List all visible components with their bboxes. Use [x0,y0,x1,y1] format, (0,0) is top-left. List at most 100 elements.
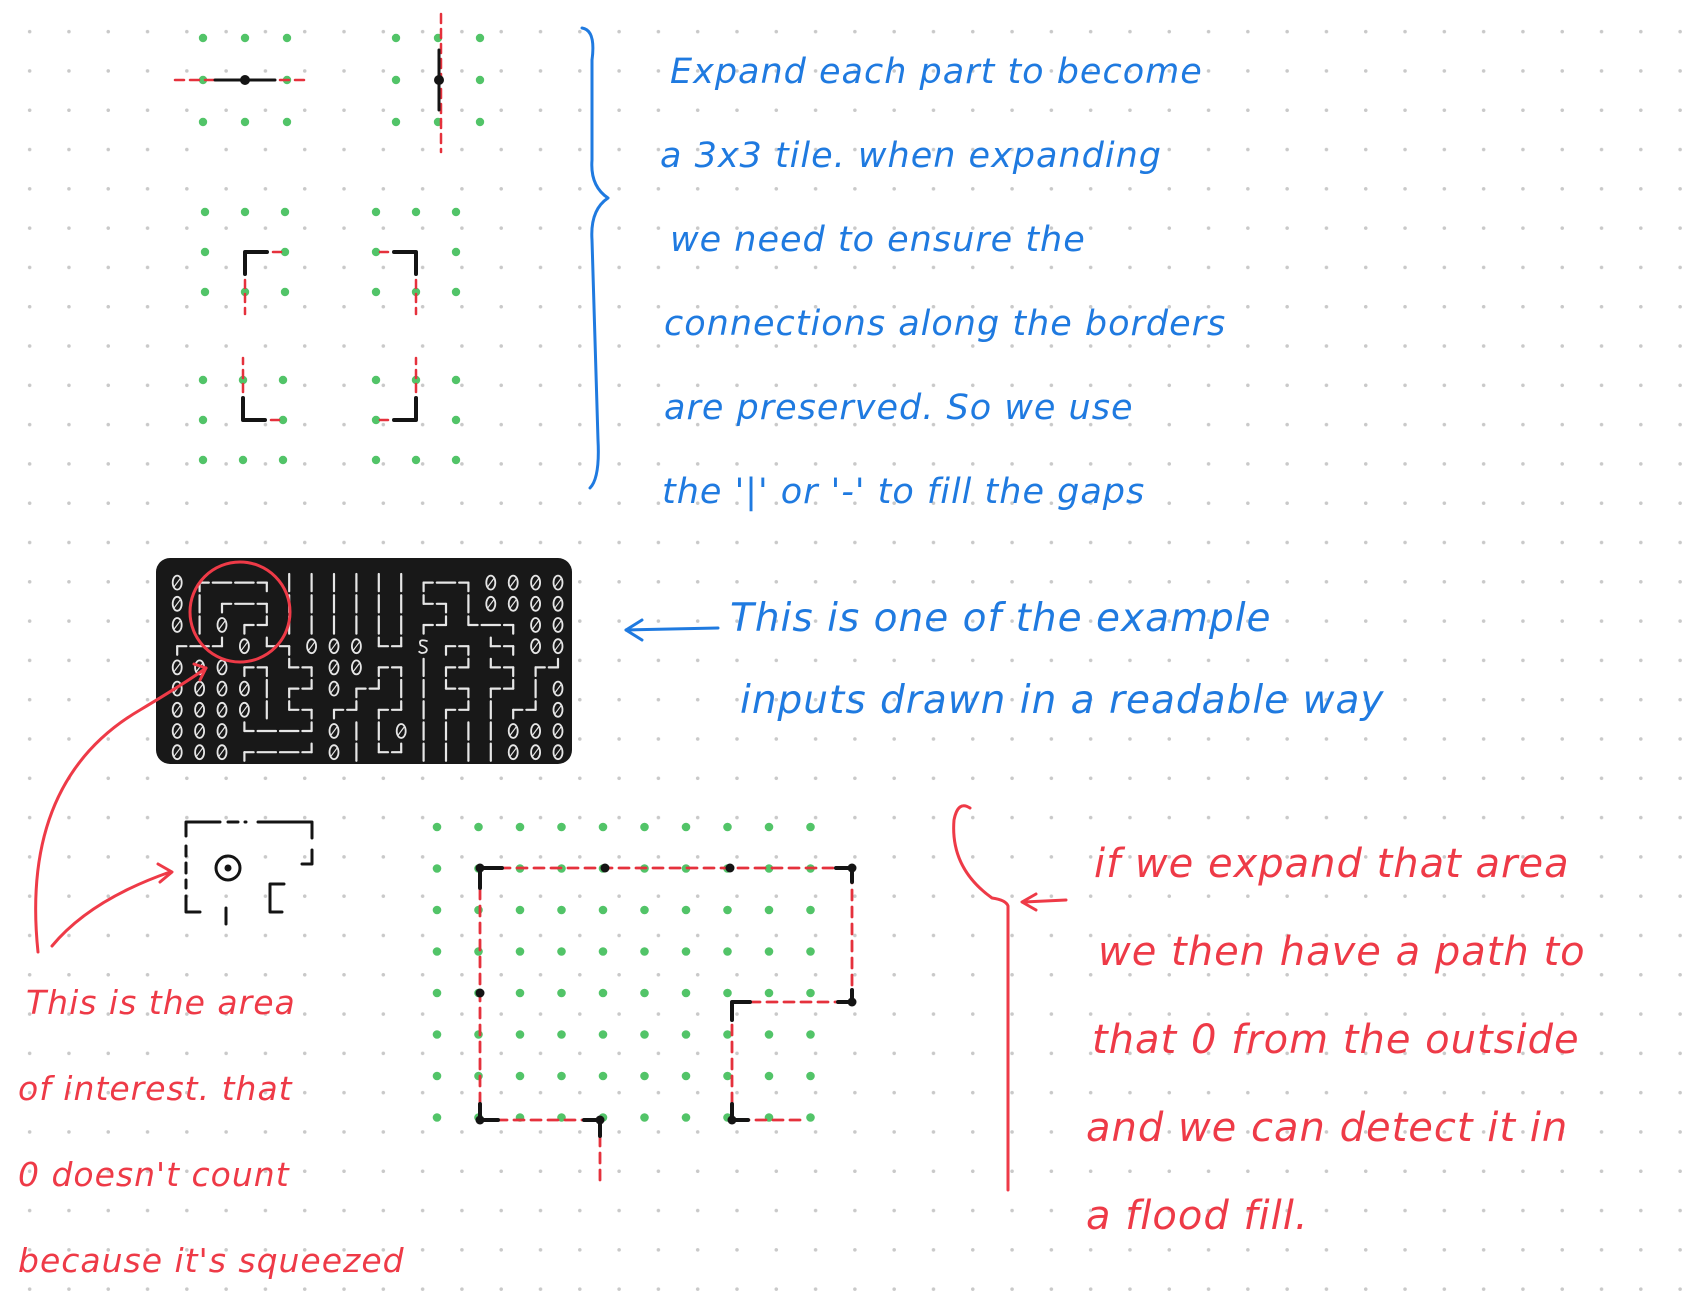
ground-cell [171,701,183,718]
ground-cell-slash [397,726,405,736]
expanded-cell-dot [432,822,442,832]
expanded-cell-dot [515,822,525,832]
expanded-cell-dot [432,905,442,915]
expanded-cell-dot [515,1030,525,1039]
ground-cell [328,659,340,676]
example-input-note: This is one of the example inputs drawn … [730,578,1384,742]
ground-cell-slash [173,662,181,673]
ground-cell [507,595,519,612]
ground-cell-slash [352,662,360,673]
squeezed-zero-ring [214,854,242,882]
expanded-cell-dot [557,1071,566,1081]
expanded-cell-dot [475,33,485,43]
ground-cell [171,617,183,633]
start-cell [417,639,428,654]
ground-cell-slash [531,641,540,651]
ground-cell [552,701,564,718]
brace-expand-note [580,26,610,490]
corner-stroke [392,250,418,276]
arrow-shaft [34,666,208,954]
ground-cell [552,723,564,739]
ground-cell [328,638,340,655]
ground-cell-slash [173,620,181,630]
ground-cell [238,701,250,718]
expanded-cell-dot [432,1071,442,1081]
expanded-cell-dot [474,947,483,956]
ground-cell-slash [554,577,562,588]
ground-cell-slash [218,747,226,757]
wall-path [730,1000,752,1022]
ground-cell-slash [554,641,562,651]
expanded-cell-dot [475,75,485,85]
expanded-cell-dot [557,1030,566,1039]
expanded-cell-dot [723,1071,732,1081]
wall-node [600,863,610,873]
expanded-cell-dot [764,864,774,873]
ground-cell [216,680,228,697]
wall-node [847,863,857,873]
wall-node [475,988,485,998]
expanded-cell-dot [278,455,288,465]
expanded-cell-dot [474,905,483,915]
ground-cell-slash [531,599,540,609]
ground-cell [216,701,228,718]
expanded-cell-dot [723,988,732,998]
expanded-cell-dot [598,988,608,998]
ground-cell [395,723,407,739]
note-line: inputs drawn in a readable way [740,678,1385,723]
ground-cell [485,595,497,612]
expanded-cell-dot [240,207,250,217]
expanded-cell-dot [198,415,208,425]
ground-cell [350,659,362,676]
expanded-cell-dot [681,1071,691,1081]
ground-cell [328,744,340,761]
expanded-cell-dot [198,375,208,385]
note-line: that 0 from the outside [1092,1017,1580,1063]
ground-cell-slash [330,662,338,673]
ground-cell [216,617,228,633]
ground-cell-slash [554,747,562,757]
expanded-cell-dot [432,864,442,873]
brace-flood-note [952,804,1010,1192]
note-line: the '|' or '-' to fill the gaps [662,472,1146,512]
expanded-cell-dot [371,415,381,425]
ground-cell [216,744,228,761]
note-line: Expand each part to become [670,52,1203,92]
note-line: we then have a path to [1098,929,1586,975]
expanded-cell-dot [806,1030,815,1039]
ground-cell-slash [509,726,517,736]
expanded-cell-dot [411,375,421,385]
ground-cell-slash [330,726,338,736]
ground-cell [171,574,183,591]
ground-cell [194,744,206,761]
ground-cell [216,659,228,676]
expanded-cell-dot [280,207,290,217]
expanded-cell-dot [681,1113,691,1122]
wall-path [184,820,222,838]
expanded-cell-dot [282,117,292,127]
expanded-cell-dot [640,947,649,956]
tile-expansion-examples [173,12,485,465]
ground-cell [552,595,564,612]
expanded-cell-dot [198,33,208,43]
tile-example [198,356,288,465]
expanded-cell-dot [598,905,608,915]
note-line: This is one of the example [730,596,1272,641]
arrowhead [192,662,208,682]
expanded-cell-dot [806,988,815,998]
ground-cell-slash [531,726,540,736]
ground-cell-slash [196,726,204,736]
ground-cell-slash [218,662,226,673]
expanded-cell-dot [280,287,290,297]
expanded-cell-dot [411,287,421,297]
wall-path [268,894,284,914]
curly-brace [952,804,1010,1192]
ground-cell [328,680,340,697]
ground-cell-slash [509,747,517,757]
ground-cell-slash [240,641,248,651]
corner-stroke [392,396,418,422]
ground-cell-slash [554,599,562,609]
expanded-cell-dot [764,947,774,956]
expanded-cell-dot [391,33,401,43]
expanded-cell-dot [198,75,208,85]
